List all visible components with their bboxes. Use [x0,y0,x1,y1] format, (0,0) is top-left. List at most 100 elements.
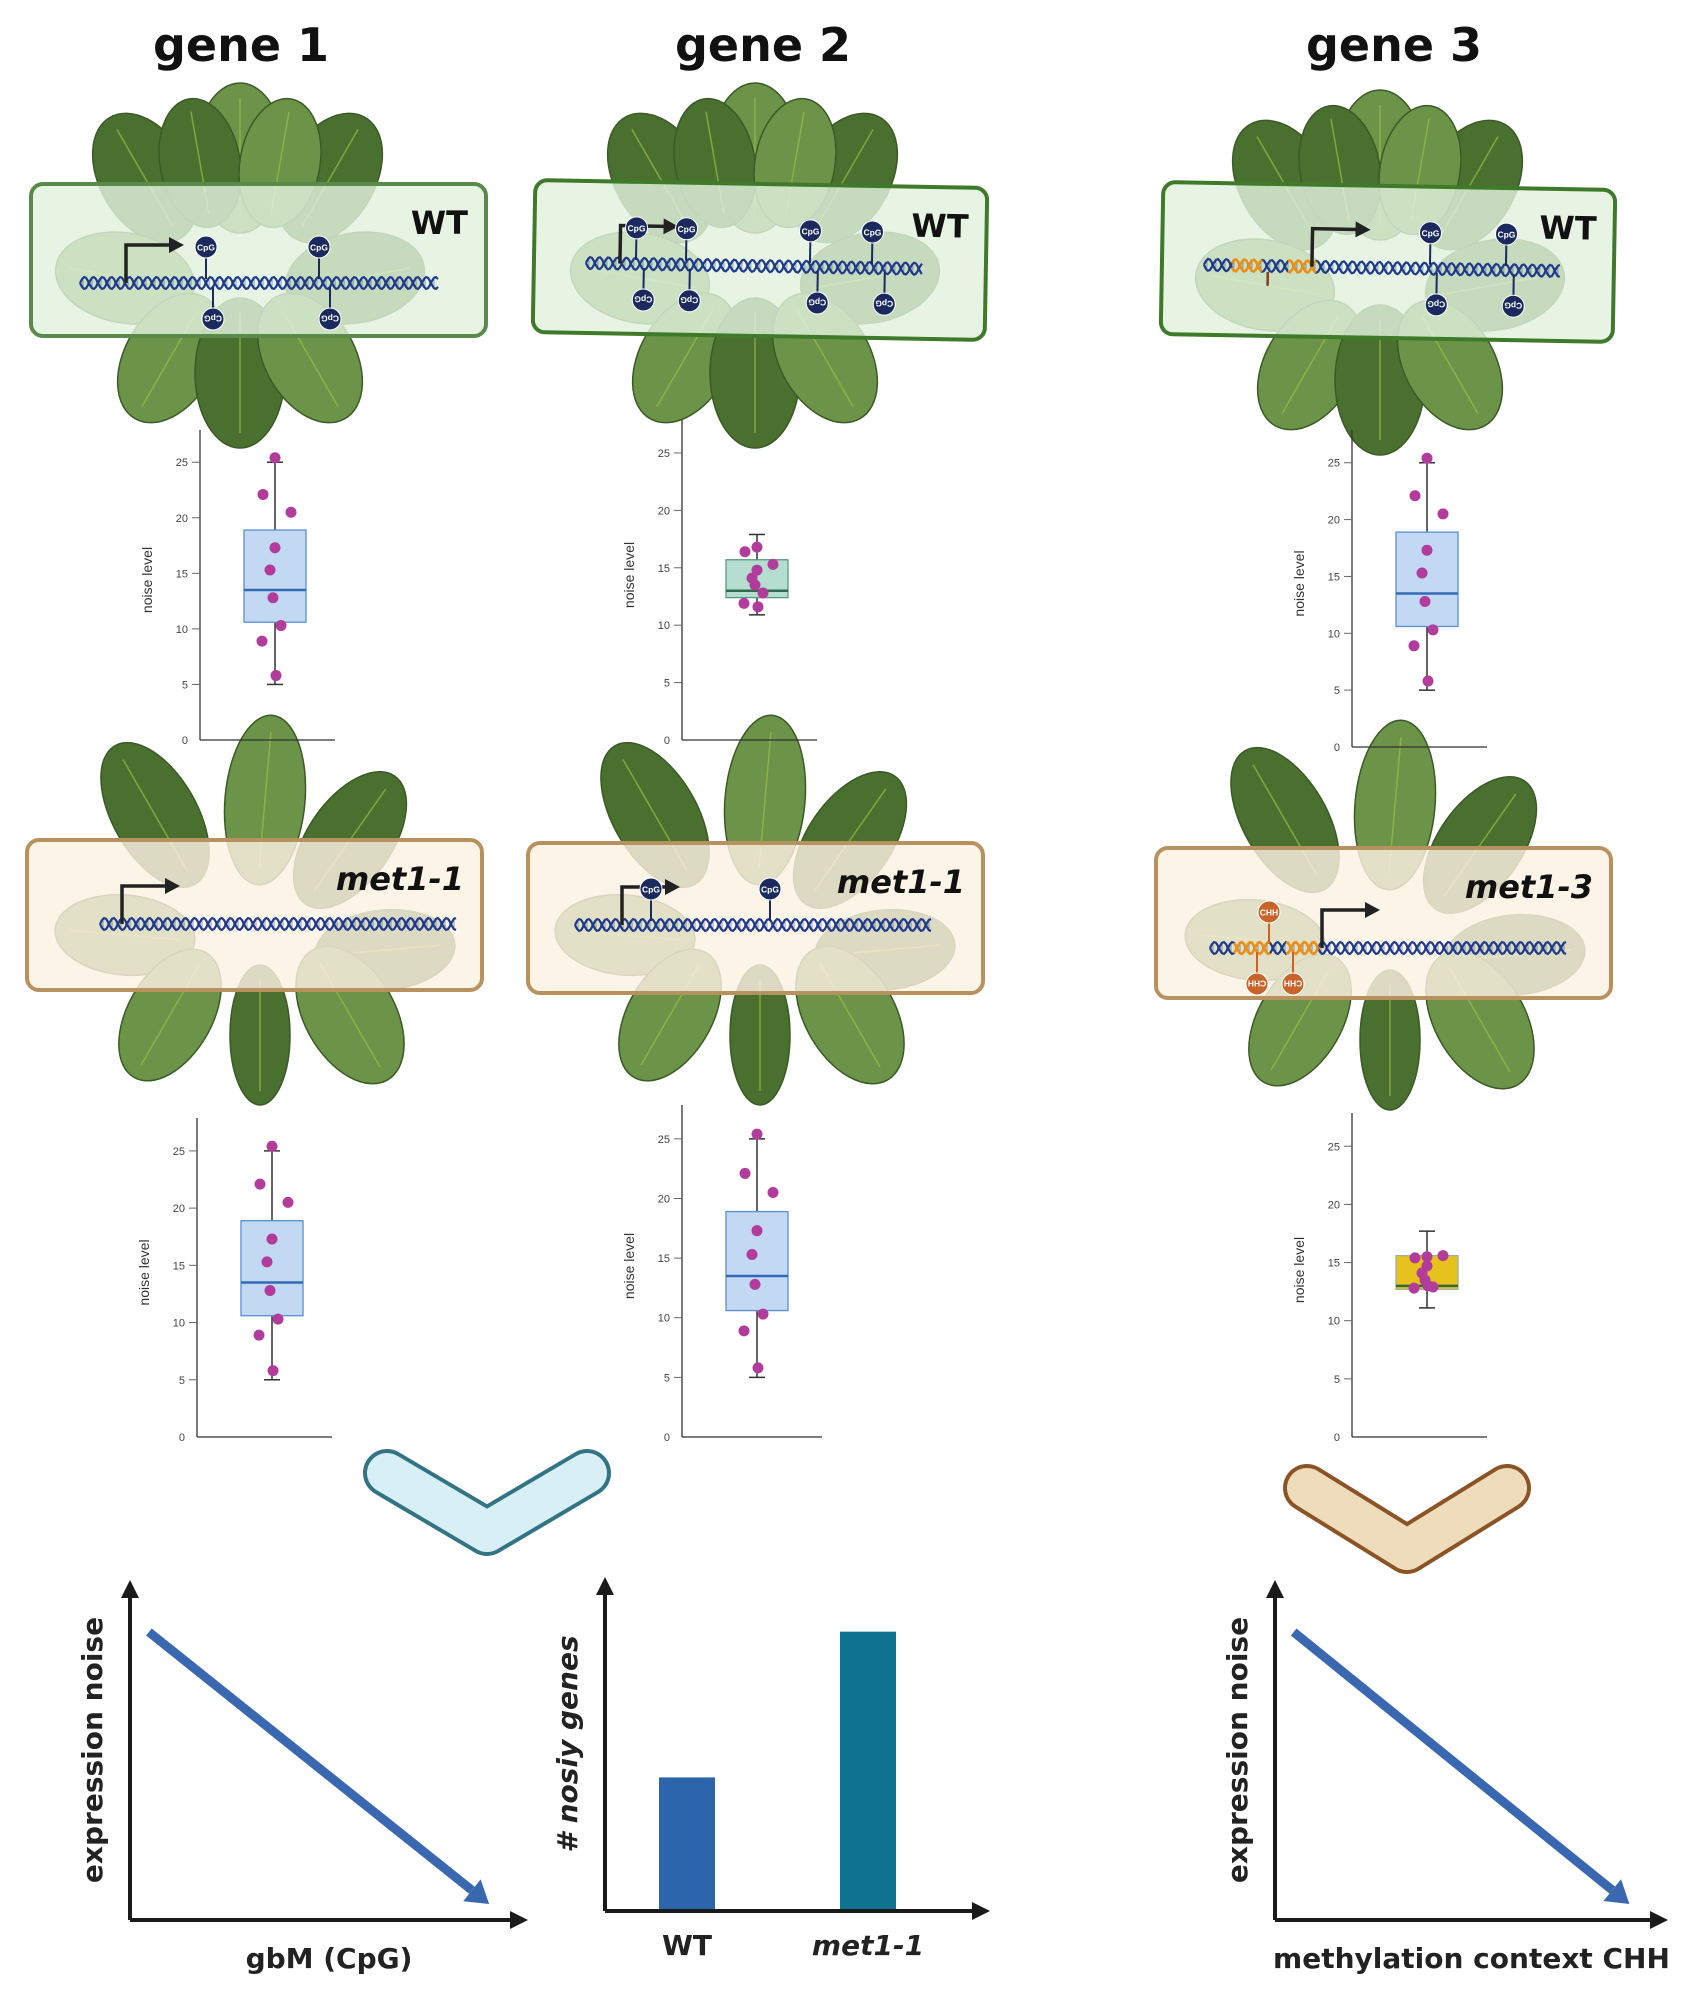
y-tick-label: 15 [658,1253,670,1265]
methyl-mark-label: CHH [1284,979,1302,989]
methyl-mark-label: CpG [677,224,696,234]
dna-strand [1202,257,1561,278]
dna-strand [79,275,439,291]
y-axis-title: noise level [1291,1237,1307,1303]
data-point [1409,1252,1421,1264]
dna-strand-transposon [1287,259,1317,275]
y-axis-title: noise level [1291,550,1307,616]
data-point [269,542,281,554]
y-tick-label: 15 [1328,1258,1340,1270]
dna-helix [584,255,923,276]
data-point [267,592,279,604]
dna-strand-transposon [1230,258,1263,274]
methyl-mark-label: CpG [634,294,653,304]
y-axis-arrow-icon [121,1580,139,1598]
data-point [749,1278,761,1290]
iqr-box [725,1210,789,1312]
cpg-methyl-mark-icon [799,219,823,243]
dna-strand [584,255,923,276]
methyl-mark-label: CpG [627,223,646,233]
y-tick-label: 0 [1334,1432,1340,1444]
condition-label: WT [911,207,969,246]
x-axis-title: methylation context CHH [1273,1942,1670,1975]
methyl-mark-label: CpG [204,314,222,324]
y-axis-arrow-icon [596,1577,614,1595]
x-tick-label: met1-1 [812,1929,924,1962]
gene-2-title: gene 2 [674,18,852,72]
data-point [1408,1282,1420,1294]
data-point [1421,1251,1433,1263]
cpg-methyl-mark-icon [1424,293,1448,317]
data-point [275,620,287,632]
data-point [269,452,281,464]
condition-label: met1-3 [1465,868,1593,906]
cpg-methyl-mark-icon [201,307,225,331]
data-point [1421,452,1433,464]
methyl-mark-label: CpG [1497,229,1516,239]
y-tick-label: 20 [658,1193,670,1205]
x-axis-arrow-icon [510,1911,528,1929]
dna-strand-transposon [1230,257,1263,273]
panel-box [526,841,985,995]
y-axis-title: noise level [621,1233,637,1299]
methyl-mark-label: CpG [680,295,699,305]
tss-arrow-line [1320,908,1367,948]
y-tick-label: 5 [1334,685,1340,697]
y-tick-label: 25 [658,1134,670,1146]
y-tick-label: 5 [182,679,188,691]
data-point [1408,640,1420,652]
methyl-mark-label: CHH [1260,908,1278,918]
chevron-down-icon [367,1453,607,1552]
dna-strand [574,917,932,933]
tss-arrow-line [120,884,167,924]
y-tick-label: 10 [658,1313,670,1325]
dna-helix [79,275,439,291]
chevron-gene3 [1283,1464,1531,1574]
y-tick-label: 10 [658,620,670,632]
bar-met1-1 [840,1631,896,1909]
condition-label: met1-1 [336,860,464,898]
y-tick-label: 20 [176,513,188,525]
x-tick-label: WT [662,1929,712,1962]
y-tick-label: 25 [176,457,188,469]
tss-arrow-icon [169,237,184,253]
data-point [738,1325,750,1337]
y-axis-title: noise level [136,1239,152,1305]
bar-wt [659,1777,715,1909]
data-point [261,1256,273,1268]
y-tick-label: 25 [173,1146,185,1158]
panel-box [29,182,488,338]
y-tick-label: 0 [182,735,188,747]
y-axis-title: noise level [139,547,155,613]
trend-line [1290,1628,1616,1894]
cpg-methyl-mark-icon [631,288,655,312]
panel-box [1154,846,1613,1000]
methyl-mark-label: CHH [1248,979,1266,989]
dna-strand [99,916,457,932]
data-point [751,564,763,576]
methyl-mark-label: CpG [642,885,660,895]
dna-helix [99,916,457,932]
data-point [749,579,761,591]
panel-box [25,838,484,992]
cpg-methyl-mark-icon [677,289,701,313]
y-tick-label: 10 [1328,1316,1340,1328]
y-tick-label: 15 [1328,571,1340,583]
chevron-gene1-gene2 [363,1449,611,1556]
data-point [266,1140,278,1152]
data-point [282,1196,294,1208]
y-tick-label: 5 [664,678,670,690]
y-tick-label: 5 [1334,1374,1340,1386]
cpg-methyl-mark-icon [805,291,829,315]
data-point [266,1233,278,1245]
data-point [1437,508,1449,520]
methyl-mark-label: CpG [1421,228,1440,238]
data-point [752,601,764,613]
